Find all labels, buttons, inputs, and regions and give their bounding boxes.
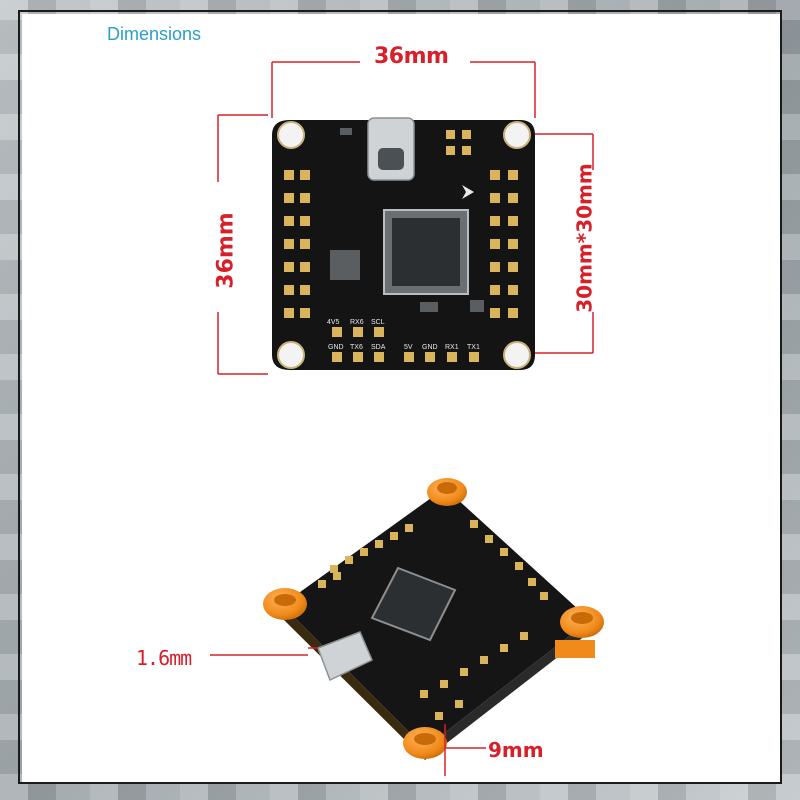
small-components [330, 128, 484, 312]
pad-label: GND [422, 344, 438, 351]
thickness-label: 1.6mm [136, 646, 192, 670]
mount-hole-br [503, 341, 531, 369]
left-pads [284, 170, 310, 318]
pad-label: 4V5 [327, 319, 340, 326]
height-dimension-label: 36mm [213, 212, 239, 289]
pad-label: SDA [371, 344, 386, 351]
silkscreen-labels: 4V5 RX6 SCL GND TX6 SDA 5V GND RX1 TX1 [327, 319, 480, 351]
pad-label: 5V [404, 344, 413, 351]
top-pads [446, 130, 471, 155]
mount-hole-tl [277, 121, 305, 149]
pad-label: SCL [371, 319, 385, 326]
mcu-chip-icon [383, 209, 469, 295]
pad-label: RX1 [445, 344, 459, 351]
mount-hole-bl [277, 341, 305, 369]
pad-label: RX6 [350, 319, 364, 326]
orange-grommets [263, 478, 604, 759]
mount-hole-tr [503, 121, 531, 149]
pad-label: TX1 [467, 344, 480, 351]
standoff-height-label: 9mm [488, 738, 544, 762]
top-board-view: 4V5 RX6 SCL GND TX6 SDA 5V GND RX1 TX1 [217, 61, 594, 375]
angled-mcu-chip-icon [370, 566, 457, 642]
pad-label: TX6 [350, 344, 363, 351]
perspective-board-view [210, 478, 604, 776]
mount-pattern-label: 30mm*30mm [572, 163, 597, 313]
pad-label: GND [328, 344, 344, 351]
width-dimension-label: 36mm [374, 44, 449, 69]
usb-c-connector-icon [367, 117, 415, 181]
right-pads [490, 170, 518, 318]
page-title: Dimensions [107, 24, 202, 44]
bottom-pads [332, 327, 479, 362]
angled-pads [318, 520, 548, 720]
arrow-mark-icon [462, 185, 474, 199]
angled-usb-c-icon [317, 631, 373, 682]
